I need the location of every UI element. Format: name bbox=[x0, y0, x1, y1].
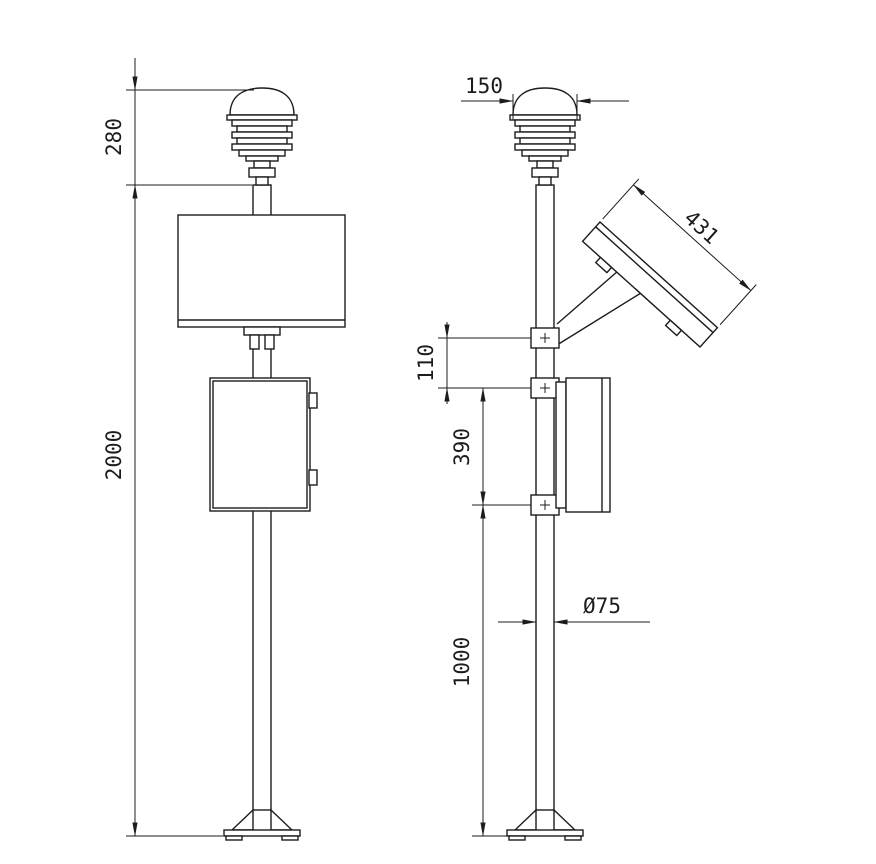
dome-icon bbox=[229, 87, 295, 116]
dim-pole-diameter: Ø75 bbox=[498, 594, 650, 625]
louver-stack bbox=[514, 119, 576, 162]
side-view: 431 150 bbox=[414, 74, 757, 841]
sensor-neck bbox=[248, 160, 276, 186]
side-vertical-dimensions: 110 390 1000 bbox=[414, 322, 531, 837]
front-base bbox=[223, 808, 301, 841]
dim-label-pole-total-height: 2000 bbox=[102, 430, 126, 481]
dim-label-cabinet-section: 390 bbox=[450, 428, 474, 466]
dim-label-sensor-height: 280 bbox=[102, 118, 126, 156]
front-view: 280 2000 bbox=[102, 58, 346, 841]
dim-label-solar-panel-length: 431 bbox=[679, 206, 723, 249]
dim-label-bracket-gap: 110 bbox=[414, 344, 438, 382]
cabinet-hinge-top bbox=[308, 392, 318, 409]
dim-sensor-width: 150 bbox=[461, 74, 629, 120]
solar-panel-slab bbox=[581, 221, 719, 349]
front-sensor bbox=[226, 87, 298, 186]
cabinet-hinge-bottom bbox=[308, 469, 318, 486]
sensor-neck bbox=[531, 160, 559, 186]
front-display-box bbox=[177, 214, 346, 350]
dome-icon bbox=[512, 87, 578, 116]
solar-panel: 431 bbox=[581, 178, 757, 349]
solar-bracket-arm bbox=[556, 270, 642, 346]
solar-panel-tab bbox=[594, 256, 613, 274]
front-cabinet bbox=[209, 377, 318, 512]
dim-label-pole-diameter: Ø75 bbox=[583, 594, 621, 618]
dim-label-lower-pole-section: 1000 bbox=[450, 637, 474, 688]
dim-label-sensor-width: 150 bbox=[465, 74, 503, 98]
side-base bbox=[506, 808, 584, 841]
front-dimensions: 280 2000 bbox=[102, 58, 254, 837]
clamp-solar bbox=[530, 327, 560, 349]
display-box-mount bbox=[243, 326, 281, 350]
louver-stack bbox=[231, 119, 293, 162]
side-cabinet bbox=[555, 377, 611, 513]
clamp-box-bottom bbox=[530, 494, 560, 516]
pole-clamps bbox=[530, 327, 560, 516]
solar-panel-tab bbox=[664, 319, 683, 337]
clamp-box-top bbox=[530, 377, 560, 399]
side-sensor bbox=[509, 87, 581, 186]
